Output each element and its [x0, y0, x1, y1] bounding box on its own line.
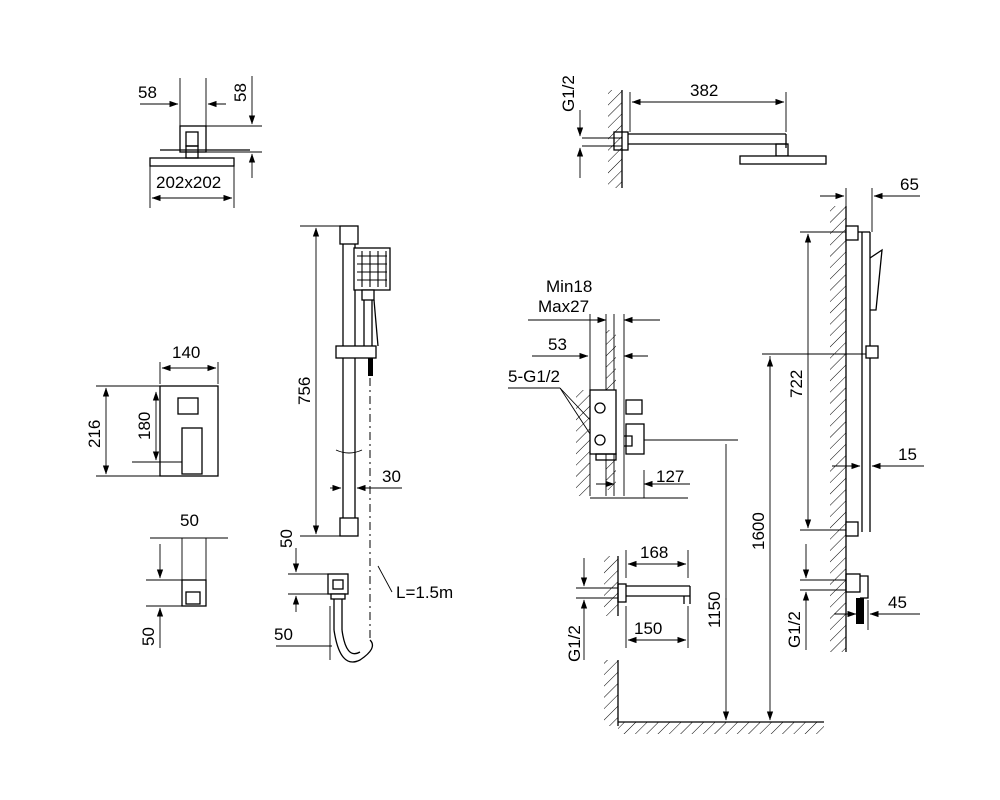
dim-1600: 1600	[749, 512, 768, 550]
elbow-thread: G1/2	[785, 611, 804, 648]
dim-53: 53	[548, 335, 567, 354]
spout-view: 168 G1/2 150	[565, 543, 691, 726]
dim-756: 756	[295, 377, 314, 405]
wall-arm-view: G1/2 382	[559, 75, 827, 188]
dim-50-elbow: 50	[139, 627, 158, 646]
slide-rail-view: 756 30	[274, 225, 453, 663]
mixer-plate-view: 140 216 180	[85, 343, 219, 477]
dim-140: 140	[172, 343, 200, 362]
ports: 5-G1/2	[508, 367, 560, 386]
max-depth: Max27	[538, 297, 589, 316]
dim-58-h: 58	[231, 83, 250, 102]
dim-202x202: 202x202	[156, 173, 221, 192]
dim-150: 150	[634, 619, 662, 638]
dim-50-hose-top: 50	[277, 529, 296, 548]
dim-58-w: 58	[138, 83, 157, 102]
dim-127: 127	[656, 467, 684, 486]
head-view-small: 58 58 202x202	[138, 76, 262, 208]
arm-thread: G1/2	[559, 75, 578, 112]
dim-50-elbow-w: 50	[180, 511, 199, 530]
dim-15: 15	[898, 445, 917, 464]
dim-30: 30	[382, 467, 401, 486]
spout-thread: G1/2	[565, 625, 584, 662]
dim-180: 180	[135, 412, 154, 440]
rail-side-view: 65 722 15 G1/2 45	[785, 175, 924, 652]
elbow-view: 50 50	[139, 511, 228, 648]
dim-65: 65	[900, 175, 919, 194]
min-depth: Min18	[546, 277, 592, 296]
dim-1150: 1150	[705, 591, 724, 628]
concealed-valve-view: Min18 Max27 53 5-G1/2 127	[508, 277, 738, 499]
dim-722: 722	[787, 370, 806, 398]
dim-168: 168	[640, 543, 668, 562]
dim-45: 45	[888, 593, 907, 612]
height-dims: 1150 1600	[618, 353, 870, 734]
hose-length: L=1.5m	[396, 583, 453, 602]
dim-216: 216	[85, 420, 104, 448]
dim-382: 382	[690, 81, 718, 100]
dim-50-hose-bottom: 50	[274, 625, 293, 644]
